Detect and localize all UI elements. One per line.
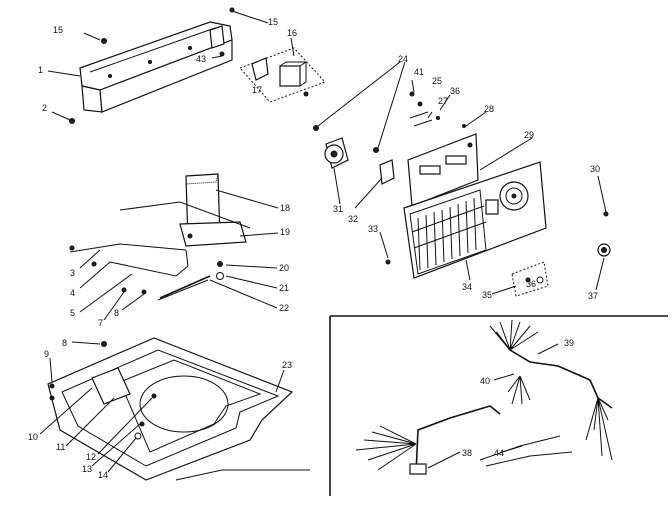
- label-21: 21: [279, 283, 289, 293]
- label-37: 37: [588, 291, 598, 301]
- timer-bracket-group: [239, 47, 326, 103]
- control-panel-group: [313, 91, 611, 297]
- wiring-harness-inset: [329, 315, 668, 496]
- label-8: 8: [62, 338, 67, 348]
- label-23: 23: [282, 360, 292, 370]
- label-39: 39: [564, 338, 574, 348]
- label-28: 28: [484, 104, 494, 114]
- console-backguard: [69, 7, 235, 124]
- leader-lines: [39, 10, 607, 473]
- label-41: 41: [414, 67, 424, 77]
- label-4: 4: [70, 288, 75, 298]
- label-1: 1: [38, 65, 43, 75]
- label-36-panel: 36: [526, 279, 536, 289]
- label-34-right: 34: [462, 282, 472, 292]
- label-31: 31: [333, 204, 343, 214]
- label-43: 43: [196, 54, 206, 64]
- label-33: 33: [368, 224, 378, 234]
- label-2: 2: [42, 103, 47, 113]
- label-29: 29: [524, 130, 534, 140]
- label-15-right: 15: [268, 17, 278, 27]
- label-40: 40: [480, 376, 490, 386]
- callout-labels: 15 1 2 15 43 16 17 24 41 25 36 27 28 29 …: [28, 17, 600, 480]
- label-22: 22: [279, 303, 289, 313]
- label-13: 13: [82, 464, 92, 474]
- label-5: 5: [70, 308, 75, 318]
- label-19: 19: [280, 227, 290, 237]
- label-44: 44: [494, 448, 504, 458]
- label-16: 16: [287, 28, 297, 38]
- label-10: 10: [28, 432, 38, 442]
- label-36-harness: 38: [462, 448, 472, 458]
- washer-top-group: [47, 337, 310, 481]
- label-3: 3: [70, 268, 75, 278]
- label-9: 9: [44, 349, 49, 359]
- label-30: 30: [590, 164, 600, 174]
- label-7: 7: [98, 318, 103, 328]
- label-35: 35: [482, 290, 492, 300]
- label-14: 14: [98, 470, 108, 480]
- label-15-left: 15: [53, 25, 63, 35]
- label-17: 17: [252, 85, 262, 95]
- label-27: 27: [438, 96, 448, 106]
- label-8-upper: 8: [114, 308, 119, 318]
- label-24: 24: [398, 54, 408, 64]
- water-level-switch-group: [69, 173, 251, 301]
- label-11: 11: [56, 442, 65, 452]
- panel-grille: [411, 197, 487, 271]
- label-25: 25: [432, 76, 442, 86]
- label-32: 32: [348, 214, 358, 224]
- label-26a: 36: [450, 86, 460, 96]
- label-12: 12: [86, 452, 96, 462]
- label-20: 20: [279, 263, 289, 273]
- label-18: 18: [280, 203, 290, 213]
